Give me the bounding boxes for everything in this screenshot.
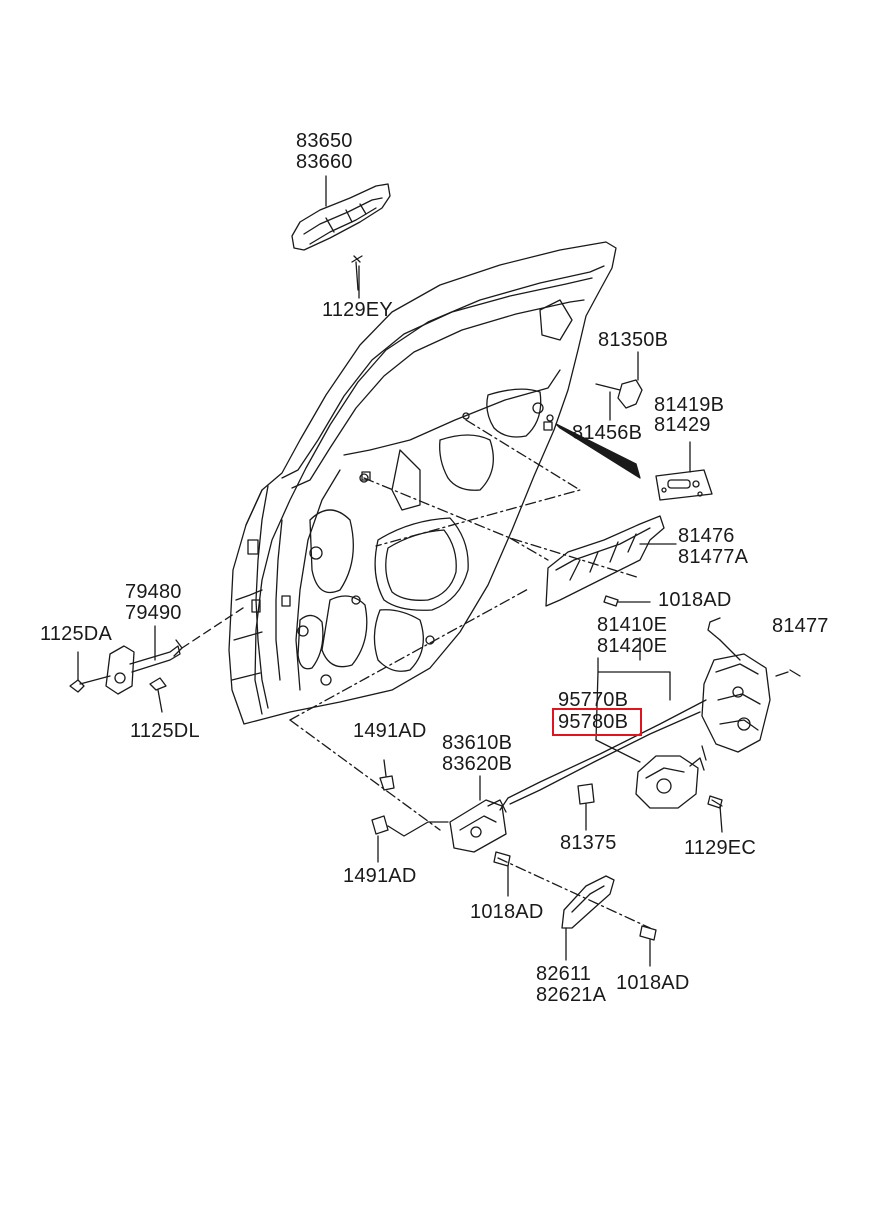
- lock-actuator-81410E: [701, 617, 801, 761]
- bolt-1125DA: [69, 675, 111, 693]
- bolt-1018AD-b: [493, 851, 511, 897]
- inner-handle-bracket-83610B: [449, 775, 507, 853]
- label-1491AD-b: 1491AD: [343, 865, 417, 887]
- label-81477A: 81477A: [678, 546, 749, 568]
- clip-81350B: [595, 379, 643, 409]
- label-81429: 81429: [654, 414, 711, 436]
- label-83650: 83650: [296, 130, 353, 152]
- highlight-box-95780B: [552, 708, 642, 736]
- label-81420E: 81420E: [597, 635, 668, 657]
- label-1129EC: 1129EC: [684, 837, 756, 859]
- door-panel: [228, 241, 617, 725]
- projection-lines: [289, 419, 651, 929]
- label-1018AD-b: 1018AD: [470, 901, 544, 923]
- label-95770B: 95770B: [558, 689, 629, 711]
- label-81476: 81476: [678, 525, 735, 547]
- label-83660: 83660: [296, 151, 353, 173]
- label-81477: 81477: [772, 615, 829, 637]
- outside-handle-83650: [291, 183, 391, 251]
- label-1125DL: 1125DL: [130, 720, 200, 742]
- screw-1129EY: [351, 255, 363, 291]
- screw-1129EC: [707, 795, 723, 833]
- label-81375: 81375: [560, 832, 617, 854]
- inside-handle-82611: [561, 875, 615, 961]
- label-82611: 82611: [536, 963, 592, 985]
- bolt-1125DL: [149, 677, 167, 713]
- label-82621A: 82621A: [536, 984, 607, 1006]
- label-1129EY: 1129EY: [322, 299, 393, 321]
- label-83610B: 83610B: [442, 732, 513, 754]
- clip-81375: [577, 783, 595, 831]
- label-81419B: 81419B: [654, 394, 725, 416]
- label-79480: 79480: [125, 581, 182, 603]
- label-1018AD-c: 1018AD: [616, 972, 690, 994]
- motor-95770B: [635, 755, 723, 809]
- label-79490: 79490: [125, 602, 182, 624]
- cover-81419B: [555, 423, 713, 501]
- label-81350B: 81350B: [598, 329, 669, 351]
- label-83620B: 83620B: [442, 753, 513, 775]
- label-1125DA: 1125DA: [40, 623, 112, 645]
- bolt-1018AD-c: [639, 925, 657, 967]
- clip-1491AD-a: [379, 759, 395, 791]
- label-81456B: 81456B: [572, 422, 643, 444]
- rod: [499, 699, 707, 811]
- bolt-1018AD-a: [603, 595, 651, 607]
- label-81410E: 81410E: [597, 614, 668, 636]
- clip-1491AD-b: [371, 815, 449, 863]
- label-1018AD-a: 1018AD: [658, 589, 732, 611]
- door-check-79480: [105, 639, 183, 695]
- label-1491AD-a: 1491AD: [353, 720, 427, 742]
- label-95780B: 95780B: [558, 711, 629, 733]
- panel-81476: [545, 515, 677, 607]
